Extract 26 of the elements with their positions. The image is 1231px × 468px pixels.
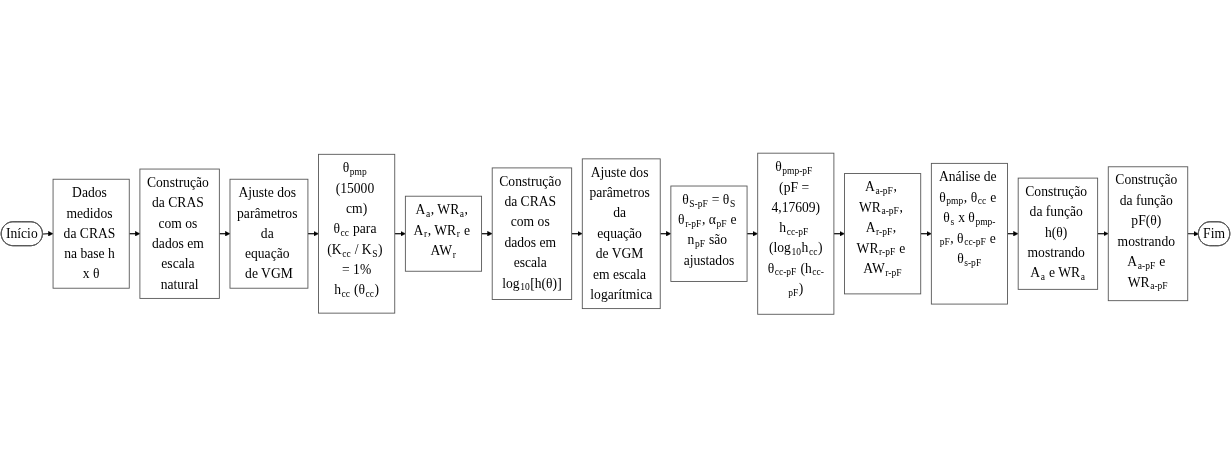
node-box: Ajuste dos parâmetros da equação de VGM bbox=[229, 179, 309, 289]
node-box: A$_{a}$, WR$_{a}$, A$_{r}$, WR$_{r}$ e AW$_{r}$ bbox=[404, 196, 483, 272]
node-box: Ajuste dos parâmetros da equação de VGM em escala logarítmica bbox=[581, 158, 661, 310]
arrow bbox=[1097, 231, 1109, 237]
node-box: θ$_{pmp-pF}$ (pF = 4,17609) h$_{cc-pF}$ (log$_{10}$h$_{cc}$) θ$_{cc-pF}$ (h$_{cc-}$$_{pF}$) bbox=[757, 153, 835, 315]
node-box: Construção da CRAS com os dados em escala log$_{10}$[h(θ)] bbox=[491, 167, 573, 301]
node-box: θ$_{S-pF}$ = θ$_{S}$ θ$_{r-pF}$, α$_{pF}$ e n$_{pF}$ são ajustados bbox=[670, 185, 748, 283]
node-box: A$_{a-pF}$, WR$_{a-pF}$, A$_{r-pF}$, WR$_{r-pF}$ e AW$_{r-pF}$ bbox=[844, 173, 922, 295]
node-box: Dados medidos da CRAS na base h x θ bbox=[52, 179, 130, 289]
arrow bbox=[1187, 231, 1199, 237]
arrow bbox=[481, 231, 493, 237]
arrow bbox=[307, 231, 319, 237]
node-box: Construção da função pF(θ) mostrando A$_{a-pF}$ e WR$_{a-pF}$ bbox=[1107, 166, 1189, 302]
arrow bbox=[218, 231, 231, 237]
arrow bbox=[746, 231, 758, 237]
arrow bbox=[42, 231, 54, 237]
node-box: Construção da função h(θ) mostrando A$_{a}$ e WR$_{a}$ bbox=[1017, 177, 1099, 291]
arrow bbox=[394, 231, 406, 237]
arrow bbox=[571, 231, 583, 237]
arrow bbox=[833, 231, 845, 237]
node-box: Construção da CRAS com os dados em escala natural bbox=[139, 168, 220, 300]
arrow bbox=[920, 231, 932, 237]
arrow bbox=[659, 231, 672, 237]
node-box: θ$_{pmp}$ (15000 cm) θ$_{cc}$ para (K$_{cc}$ / K$_{S}$) = 1% h$_{cc}$ (θ$_{cc}$) bbox=[318, 154, 396, 314]
arrow bbox=[1006, 231, 1019, 237]
node-box: Análise de θ$_{pmp}$, θ$_{cc}$ e θ$_{s}$ x θ$_{pmp-}$$_{pF}$, θ$_{cc-pF}$ e θ$_{s-pF}$ bbox=[930, 163, 1008, 305]
